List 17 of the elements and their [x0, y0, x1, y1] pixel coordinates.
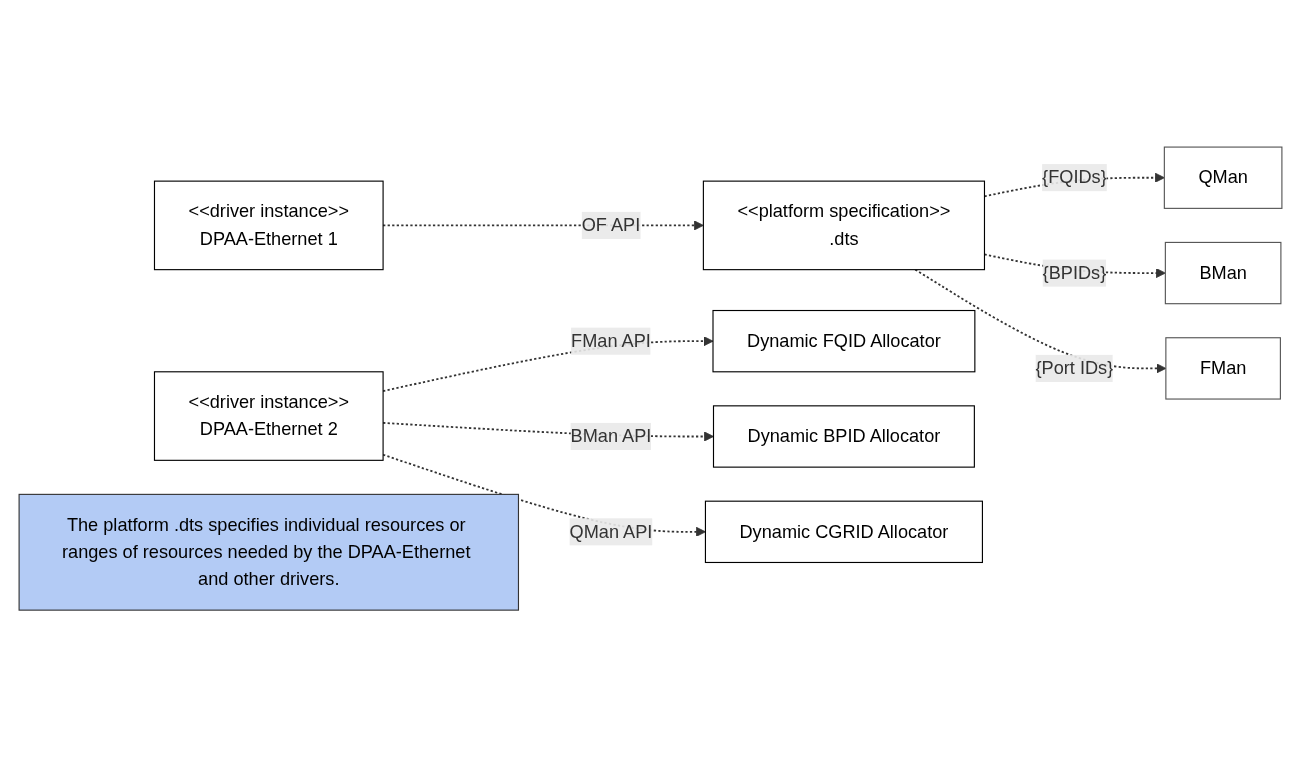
- node-box: QMan: [1163, 146, 1283, 210]
- edge-label: {BPIDs}: [1042, 263, 1107, 283]
- node-box: Dynamic CGRID Allocator: [704, 501, 983, 564]
- node-box: The platform .dts specifies individual resources or ranges of resources needed by the DPAA-Ethernet and other drivers.: [18, 494, 520, 612]
- edge-label: FMan API: [571, 331, 651, 351]
- node-box: <<platform specification>> .dts: [702, 180, 986, 271]
- edge-label: {FQIDs}: [1042, 167, 1107, 188]
- node-box: <<driver instance>> DPAA-Ethernet 2: [153, 371, 384, 462]
- edge-label: OF API: [581, 215, 641, 235]
- edge-label: QMan API: [569, 522, 653, 542]
- node-box: FMan: [1165, 337, 1281, 400]
- node-box: Dynamic BPID Allocator: [712, 405, 975, 469]
- node-box: Dynamic FQID Allocator: [712, 310, 976, 373]
- edge-label: BMan API: [570, 426, 652, 446]
- edge-label: {Port IDs}: [1035, 358, 1114, 378]
- node-box: BMan: [1164, 242, 1282, 305]
- node-box: <<driver instance>> DPAA-Ethernet 1: [153, 180, 384, 271]
